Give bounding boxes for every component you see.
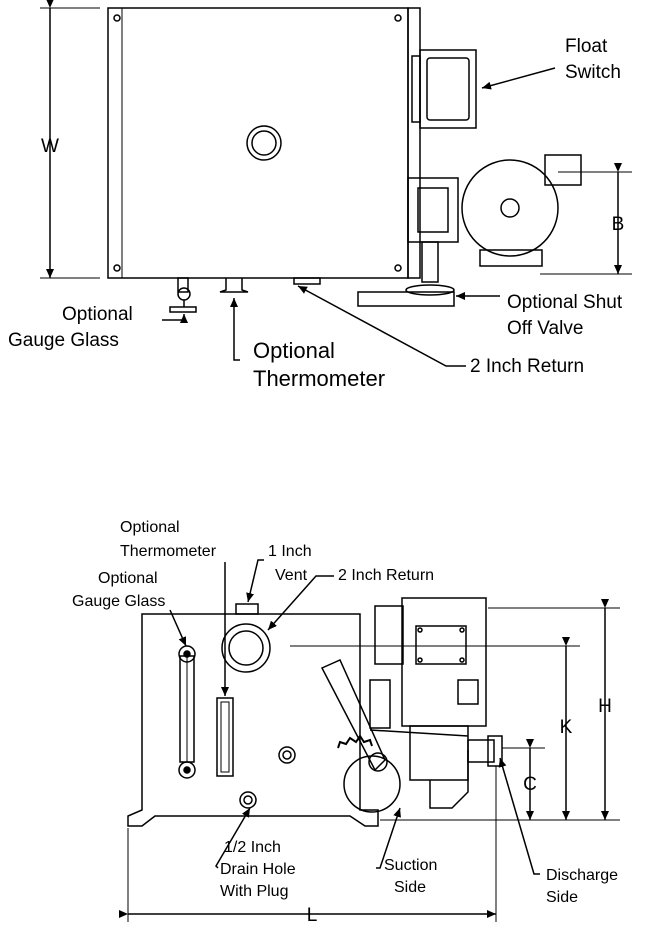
- discharge-label-2: Side: [546, 889, 578, 906]
- discharge-label-1: Discharge: [546, 867, 618, 884]
- side-fitting-inner: [282, 750, 292, 760]
- motor-junction: [374, 605, 404, 665]
- motor-plate-screw: [417, 657, 423, 663]
- pump-motor: [461, 159, 559, 257]
- gauge-glass-label-2: Gauge Glass: [8, 330, 119, 351]
- valve-lever-pivot: [368, 752, 388, 772]
- discharge-flange: [487, 735, 503, 767]
- float-switch-body: [419, 49, 477, 129]
- gauge-glass-bottom-valve: [178, 761, 196, 779]
- side-return-label: 2 Inch Return: [338, 567, 434, 584]
- side-thermometer-label-2: Thermometer: [120, 543, 217, 560]
- drain-label-2: Drain Hole: [220, 861, 296, 878]
- pump-shaft: [500, 198, 520, 218]
- motor-conduit-box: [457, 679, 479, 705]
- thermometer-label-2: Thermometer: [253, 366, 385, 391]
- drain-leader: [215, 807, 251, 869]
- c-dimension-label: C: [523, 774, 537, 795]
- shutoff-valve-label-2: Off Valve: [507, 318, 583, 339]
- float-switch-label-1: Float: [565, 36, 608, 57]
- vent-fitting: [235, 603, 259, 615]
- motor-plate-screw: [417, 627, 423, 633]
- gauge-glass-bottom-valve-dot: [183, 766, 191, 774]
- return-fitting-inner: [228, 630, 264, 666]
- motor-body: [401, 597, 487, 727]
- return-leader: [297, 285, 466, 367]
- b-dimension-label: B: [612, 214, 625, 235]
- thermometer-label-1: Optional: [253, 338, 335, 363]
- tank-top-outline: [107, 7, 409, 279]
- k-dimension-label: K: [560, 717, 573, 738]
- gauge-glass-stub: [177, 277, 189, 293]
- pump-column: [407, 7, 421, 279]
- center-fitting-inner: [251, 130, 277, 156]
- l-dimension-label: L: [307, 905, 318, 926]
- motor-plate-screw: [459, 627, 465, 633]
- vent-label-1: 1 Inch: [268, 543, 312, 560]
- pump-volute: [429, 750, 469, 809]
- thermometer-scale: [220, 701, 230, 773]
- motor-plate-screw: [459, 657, 465, 663]
- motor-mount: [369, 679, 391, 729]
- return-fitting: [221, 623, 271, 673]
- drain-plug: [239, 791, 257, 809]
- suction-label-1: Suction: [384, 857, 437, 874]
- float-switch-face: [426, 57, 470, 121]
- drain-plug-inner: [243, 795, 253, 805]
- gauge-glass-top-valve-dot: [183, 650, 191, 658]
- float-switch-label-2: Switch: [565, 62, 621, 83]
- side-fitting: [278, 746, 296, 764]
- tank-top-inner: [121, 7, 409, 279]
- gauge-glass-top-valve: [178, 645, 196, 663]
- corner-bolt: [394, 264, 402, 272]
- motor-plate: [415, 625, 467, 665]
- pump-stem: [421, 241, 439, 283]
- shutoff-valve-handle: [357, 291, 455, 307]
- float-switch-leader: [481, 67, 556, 90]
- thermometer-leader: [230, 298, 240, 361]
- vent-label-2: Vent: [275, 567, 308, 584]
- valve-gear-teeth: [337, 734, 373, 749]
- junction-box: [544, 154, 582, 186]
- return-stub: [293, 277, 321, 285]
- center-fitting: [246, 125, 282, 161]
- float-switch-mount: [411, 55, 421, 123]
- pump-link: [369, 729, 469, 737]
- gauge-glass-label-1: Optional: [62, 304, 133, 325]
- return-label: 2 Inch Return: [470, 356, 584, 377]
- side-view: [119, 559, 620, 922]
- return-leader: [267, 575, 334, 631]
- drain-label-1: 1/2 Inch: [224, 839, 281, 856]
- gauge-glass-handle: [169, 306, 197, 313]
- vent-leader: [246, 559, 264, 603]
- thermometer-body: [216, 697, 234, 777]
- drain-label-3: With Plug: [220, 883, 288, 900]
- corner-bolt: [113, 14, 121, 22]
- corner-bolt: [113, 264, 121, 272]
- pump-flange-inner: [417, 187, 449, 233]
- discharge-leader: [498, 757, 540, 875]
- thermometer-stub: [219, 278, 249, 293]
- shutoff-valve-disc: [405, 284, 455, 296]
- discharge-pipe: [467, 739, 495, 763]
- valve-lever: [320, 659, 386, 772]
- side-gauge-glass-label-2: Gauge Glass: [72, 593, 165, 610]
- shutoff-valve-label-1: Optional Shut: [507, 292, 623, 313]
- gauge-glass-leader: [162, 314, 188, 323]
- w-dimension-label: W: [41, 136, 59, 157]
- side-thermometer-label-1: Optional: [120, 519, 180, 536]
- suction-label-2: Side: [394, 879, 426, 896]
- gauge-glass-leader: [169, 609, 187, 647]
- motor-base: [479, 249, 543, 267]
- gauge-glass-valve: [177, 287, 191, 301]
- side-gauge-glass-label-1: Optional: [98, 570, 158, 587]
- suction-leader: [376, 807, 401, 869]
- h-dimension-label: H: [598, 696, 612, 717]
- top-view: [40, 0, 632, 367]
- corner-bolt: [394, 14, 402, 22]
